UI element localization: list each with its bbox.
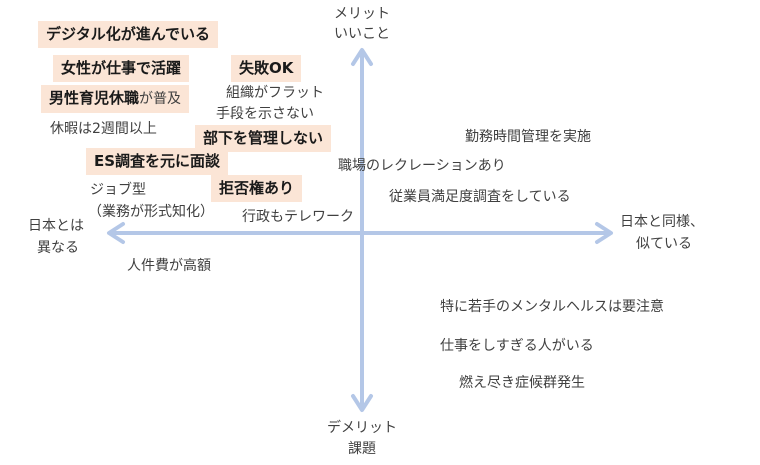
item-gov-telework: 行政もテレワーク bbox=[242, 209, 354, 225]
item-job-type: ジョブ型 bbox=[90, 182, 146, 198]
item-no-manage: 部下を管理しない bbox=[195, 125, 332, 152]
axis-top-label-1: メリット bbox=[334, 6, 390, 22]
item-paternity-rest: が普及 bbox=[139, 91, 190, 107]
item-veto: 拒否権あり bbox=[211, 175, 303, 202]
item-digital: デジタル化が進んでいる bbox=[38, 21, 218, 48]
item-women: 女性が仕事で活躍 bbox=[53, 55, 190, 82]
item-es-survey: ES調査を元に面談 bbox=[86, 148, 229, 175]
arrow-down-icon bbox=[351, 394, 373, 412]
arrow-right-icon bbox=[595, 222, 613, 244]
item-labor-cost: 人件費が高額 bbox=[127, 258, 211, 274]
axis-top-label-2: いいこと bbox=[334, 26, 390, 42]
axis-right-label-2: 似ている bbox=[636, 236, 692, 252]
item-flat: 組織がフラット bbox=[226, 85, 324, 101]
axis-bottom-label-2: 課題 bbox=[348, 441, 376, 457]
arrow-up-icon bbox=[351, 48, 373, 66]
item-vacation: 休暇は2週間以上 bbox=[50, 121, 157, 137]
item-overwork: 仕事をしすぎる人がいる bbox=[440, 338, 594, 354]
item-paternity: 男性育児休職が普及 bbox=[41, 85, 190, 113]
item-recreation: 職場のレクレーションあり bbox=[338, 158, 506, 174]
axis-bottom-label-1: デメリット bbox=[327, 420, 397, 436]
item-mental-health: 特に若手のメンタルヘルスは要注意 bbox=[440, 299, 664, 315]
axis-right-label-1: 日本と同様、 bbox=[620, 214, 704, 230]
item-job-type-note: （業務が形式知化） bbox=[88, 204, 214, 220]
axis-left-label-2: 異なる bbox=[37, 240, 79, 256]
item-work-hours: 勤務時間管理を実施 bbox=[465, 129, 591, 145]
item-no-method: 手段を示さない bbox=[216, 106, 314, 122]
item-burnout: 燃え尽き症候群発生 bbox=[459, 375, 585, 391]
arrow-left-icon bbox=[107, 222, 125, 244]
axis-left-label-1: 日本とは bbox=[28, 218, 84, 234]
item-failure-ok: 失敗OK bbox=[231, 55, 302, 82]
item-paternity-bold: 男性育児休職 bbox=[49, 89, 140, 107]
item-satisfaction: 従業員満足度調査をしている bbox=[389, 189, 571, 205]
